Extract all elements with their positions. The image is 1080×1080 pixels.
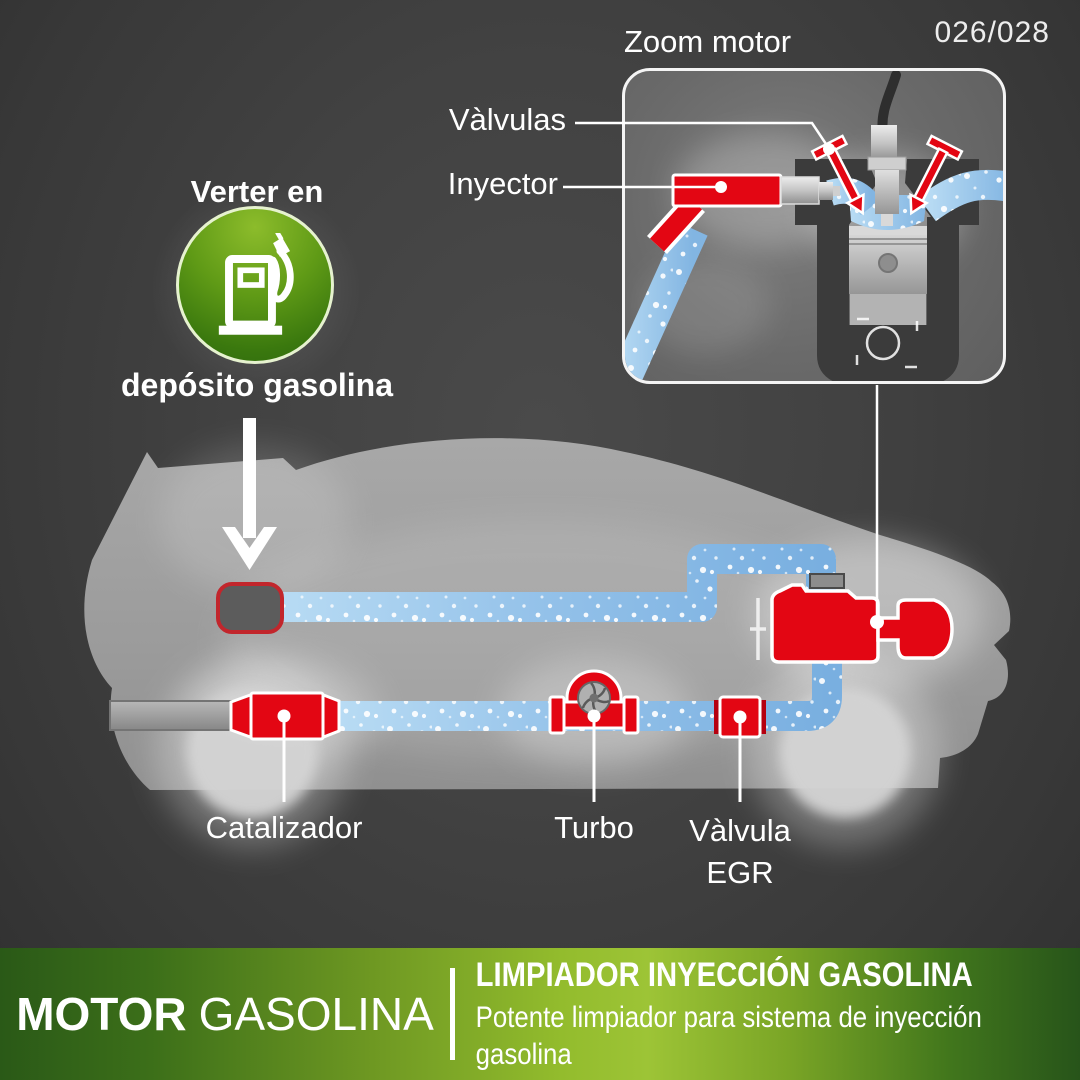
engine-connector-dot (870, 615, 884, 629)
car-silhouette (84, 438, 1011, 790)
product-subtitle: Potente limpiador para sistema de inyecc… (476, 999, 993, 1073)
fuel-line (272, 544, 836, 622)
banner-gasolina-text: GASOLINA (198, 988, 434, 1040)
zoom-panel-title: Zoom motor (624, 24, 792, 59)
product-banner: MOTOR GASOLINA LIMPIADOR INYECCIÓN GASOL… (0, 948, 1080, 1080)
catalyst-label: Catalizador (205, 810, 363, 845)
fuel-tank (216, 582, 284, 634)
fuel-tank-label: depósito gasolina (120, 367, 394, 403)
turbo-label: Turbo (554, 810, 634, 845)
crankshaft-detail (855, 317, 919, 369)
engine (750, 573, 954, 664)
egr-label-line1: Vàlvula (689, 813, 791, 848)
egr-dot (733, 710, 747, 724)
product-subtitle-line1: Potente limpiador para sistema de inyecc… (475, 1000, 982, 1034)
banner-right-block: LIMPIADOR INYECCIÓN GASOLINA Potente lim… (455, 956, 993, 1073)
spark-plug (867, 125, 907, 226)
egr-valve-label: Vàlvula EGR (655, 810, 825, 894)
engine-cross-section (625, 71, 1003, 381)
product-title: LIMPIADOR INYECCIÓN GASOLINA (475, 955, 973, 994)
egr-label-line2: EGR (706, 855, 774, 890)
pour-arrow-icon (222, 418, 277, 570)
fuel-pump-badge (176, 206, 334, 364)
exhaust-line (333, 650, 842, 731)
piston (849, 226, 927, 294)
valves-label: Vàlvulas (448, 102, 566, 137)
turbo-dot (587, 709, 601, 723)
banner-left-title: MOTOR GASOLINA (0, 987, 450, 1041)
injector-label: Inyector (447, 166, 558, 201)
catalytic-converter (229, 691, 341, 741)
exhaust-pipe (109, 700, 239, 731)
turbine-fan-icon (577, 681, 611, 715)
fuel-injector (646, 173, 840, 255)
pour-action-label: Verter en (190, 174, 324, 209)
engine-zoom-panel (622, 68, 1006, 384)
spark-plug-wire (877, 71, 901, 138)
banner-motor-text: MOTOR (16, 988, 187, 1040)
egr-valve (714, 695, 766, 739)
turbocharger (548, 669, 640, 735)
intake-valve-right (909, 134, 964, 216)
catalyst-dot (277, 709, 291, 723)
banner-divider (450, 968, 455, 1060)
fuel-pump-icon (218, 233, 294, 335)
page-counter: 026/028 (934, 16, 1050, 49)
cylinder-block (817, 217, 959, 381)
product-subtitle-line2: gasolina (475, 1037, 572, 1071)
